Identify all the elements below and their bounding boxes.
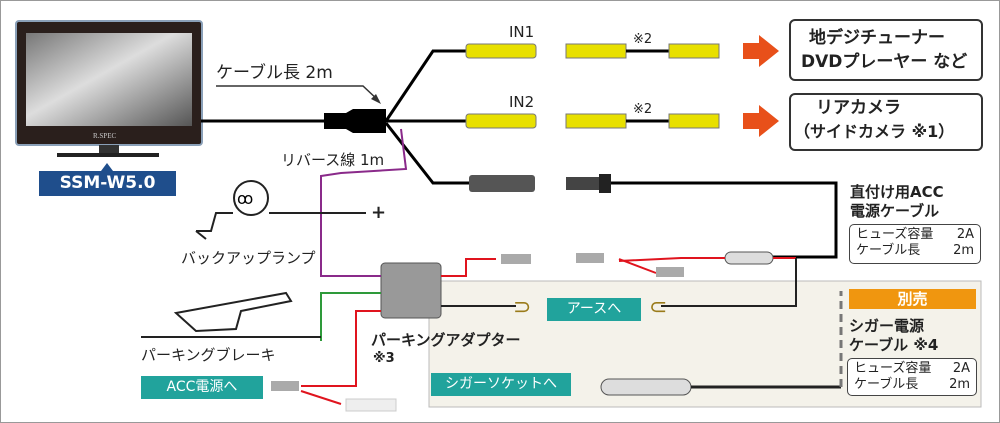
rca-male	[668, 113, 720, 129]
spec-value: 2m	[953, 243, 974, 258]
rca-male	[668, 43, 720, 59]
in1-note: ※2	[633, 32, 653, 47]
in2-destination-box	[789, 93, 983, 151]
svg-text:⊃: ⊃	[513, 295, 531, 320]
spec-name: ヒューズ容量	[856, 227, 934, 242]
in1-destination-line: DVDプレーヤー など	[801, 52, 968, 72]
rca-female	[465, 43, 537, 59]
fuse-holder	[724, 251, 774, 265]
arrow-icon	[743, 105, 779, 137]
in1-destination-line: 地デジチューナー	[809, 28, 945, 48]
model-badge: SSM-W5.0	[39, 171, 176, 196]
spec-name: ケーブル長	[854, 377, 919, 392]
spec-value: 2A	[956, 227, 974, 242]
cigar-plug-icon	[600, 291, 843, 396]
monitor-image: R.SPEC	[15, 20, 203, 171]
optional-spec-box: ヒューズ容量 2A ケーブル長 2m	[847, 358, 977, 396]
parking-brake-icon	[173, 291, 293, 333]
optional-title: シガー電源	[849, 317, 925, 335]
rca-male	[565, 113, 627, 129]
cable-length-label: ケーブル長 2m	[216, 63, 333, 83]
in2-destination-line: リアカメラ	[816, 98, 901, 118]
lamp-icon	[233, 180, 269, 216]
plus-sign: +	[371, 202, 387, 223]
in2-destination-line: （サイドカメラ ※1）	[794, 122, 955, 141]
rca-male	[565, 43, 627, 59]
ground-tag: アースへ	[547, 298, 641, 321]
in1-label: IN1	[509, 23, 535, 41]
acc-direct-title: 直付け用ACC	[850, 183, 944, 201]
parking-adapter-label: パーキングアダプター	[371, 331, 521, 349]
spec-value: 2A	[952, 361, 970, 376]
spec-value: 2m	[949, 377, 970, 392]
acc-direct-spec-box: ヒューズ容量 2A ケーブル長 2m	[849, 224, 981, 264]
rca-female	[465, 113, 537, 129]
acc-direct-title: 電源ケーブル	[850, 202, 940, 220]
parking-adapter-box	[380, 262, 442, 319]
optional-badge: 別売	[849, 289, 976, 309]
parking-adapter-note: ※3	[373, 351, 395, 366]
spec-name: ヒューズ容量	[854, 361, 932, 376]
svg-text:ꝏ: ꝏ	[237, 189, 253, 208]
acc-tag: ACC電源へ	[141, 376, 263, 399]
in2-label: IN2	[509, 93, 535, 111]
arrow-icon	[743, 35, 779, 67]
backup-lamp-label: バックアップランプ	[181, 249, 316, 267]
parking-brake-label: パーキングブレーキ	[141, 346, 276, 364]
cigar-socket-tag: シガーソケットへ	[431, 373, 571, 396]
junction-connector	[324, 109, 386, 133]
reverse-wire-label: リバース線 1m	[281, 151, 385, 169]
spec-name: ケーブル長	[856, 243, 921, 258]
svg-text:⊂: ⊂	[649, 295, 667, 320]
dc-jack	[469, 175, 535, 192]
optional-title: ケーブル ※4	[849, 336, 939, 354]
in1-destination-box	[789, 19, 983, 81]
svg-text:R.SPEC: R.SPEC	[93, 132, 116, 140]
in2-note: ※2	[633, 102, 653, 117]
